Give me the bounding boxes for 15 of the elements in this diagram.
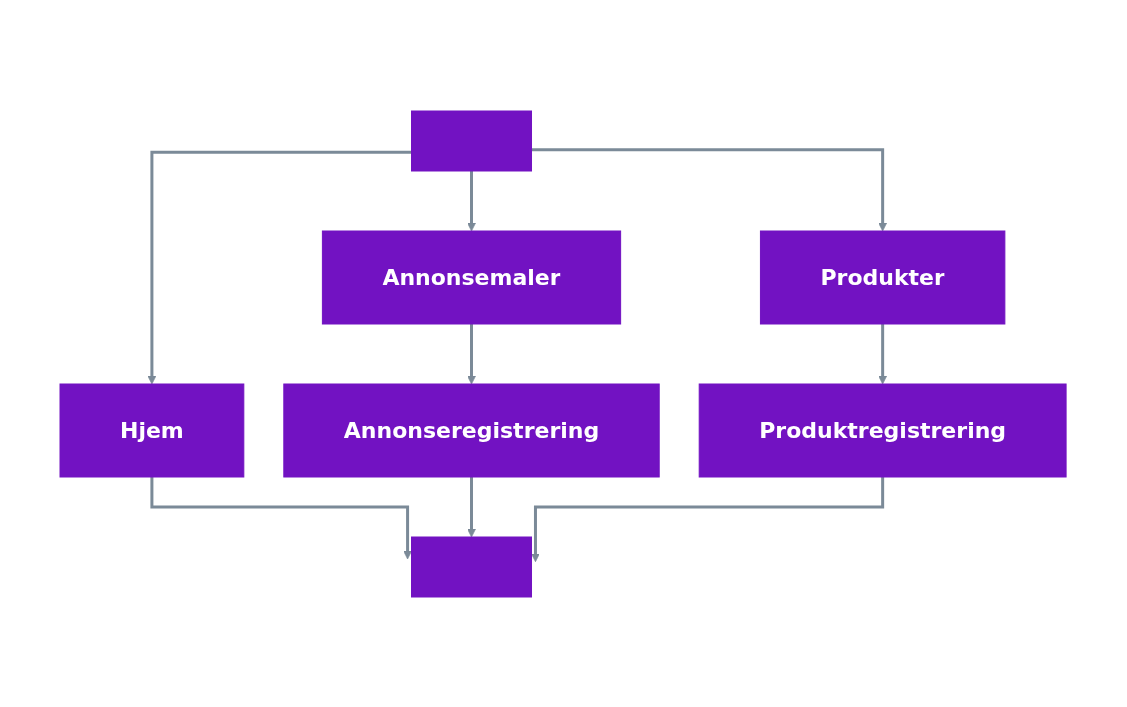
node-box: Annonseregistrering xyxy=(283,383,661,477)
arrow xyxy=(531,475,885,562)
arrow xyxy=(467,322,477,384)
node-box xyxy=(411,536,533,597)
node-box: Annonsemaler xyxy=(322,230,622,324)
arrow xyxy=(531,147,888,231)
arrow xyxy=(467,169,477,231)
node-box: Produktregistrering xyxy=(699,383,1068,477)
arrow xyxy=(147,150,412,384)
arrow xyxy=(467,475,477,537)
arrow xyxy=(150,475,413,559)
node-box: Produkter xyxy=(760,230,1006,324)
arrow xyxy=(878,322,888,384)
node-box: Hjem xyxy=(59,383,245,477)
node-box xyxy=(411,110,533,171)
